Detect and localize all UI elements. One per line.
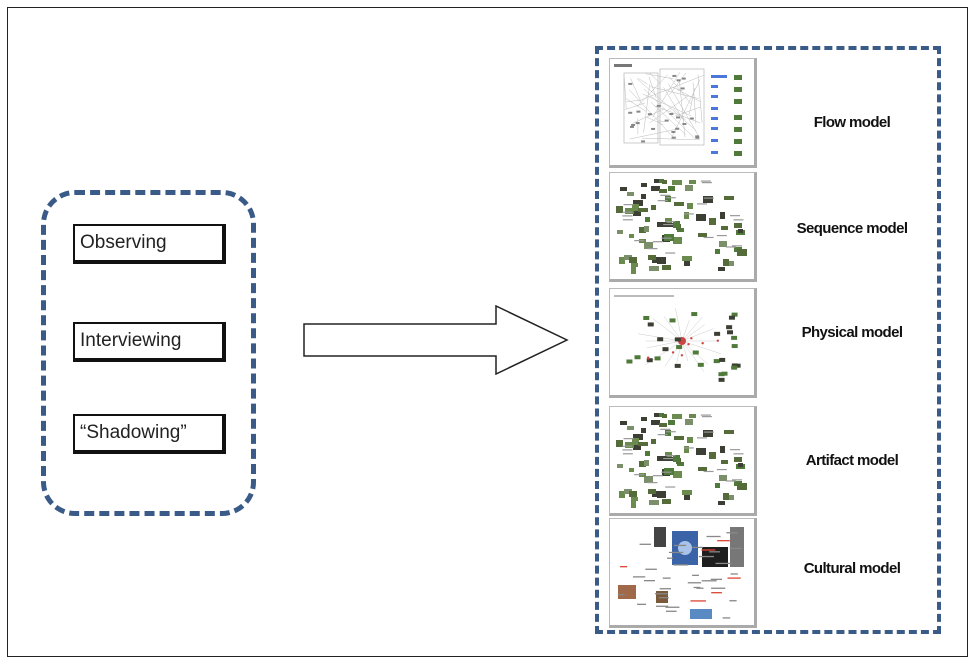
model-row-flow: Flow model bbox=[609, 58, 939, 171]
method-shadowing-box: “Shadowing” bbox=[73, 414, 226, 454]
model-label: Flow model bbox=[813, 114, 891, 131]
models-group: Flow model Sequence model Physical model… bbox=[595, 46, 941, 634]
right-arrow-icon bbox=[303, 305, 569, 375]
model-row-sequence: Sequence model bbox=[609, 172, 939, 285]
model-label: Artifact model bbox=[805, 452, 899, 469]
artifact-model-thumbnail bbox=[609, 406, 757, 516]
method-label: Interviewing bbox=[80, 330, 182, 351]
model-row-artifact: Artifact model bbox=[609, 406, 939, 519]
model-row-physical: Physical model bbox=[609, 288, 939, 401]
method-label: “Shadowing” bbox=[80, 422, 187, 443]
model-label: Sequence model bbox=[796, 220, 908, 237]
method-interviewing-box: Interviewing bbox=[73, 322, 226, 362]
model-row-cultural: Cultural model bbox=[609, 518, 939, 631]
model-label: Physical model bbox=[801, 324, 903, 341]
method-observing-box: Observing bbox=[73, 224, 226, 264]
cultural-model-thumbnail bbox=[609, 518, 757, 628]
model-label: Cultural model bbox=[803, 560, 901, 577]
method-label: Observing bbox=[80, 232, 167, 253]
physical-model-thumbnail bbox=[609, 288, 757, 398]
methods-group: Observing Interviewing “Shadowing” bbox=[41, 190, 256, 516]
sequence-model-thumbnail bbox=[609, 172, 757, 282]
flow-model-thumbnail bbox=[609, 58, 757, 168]
